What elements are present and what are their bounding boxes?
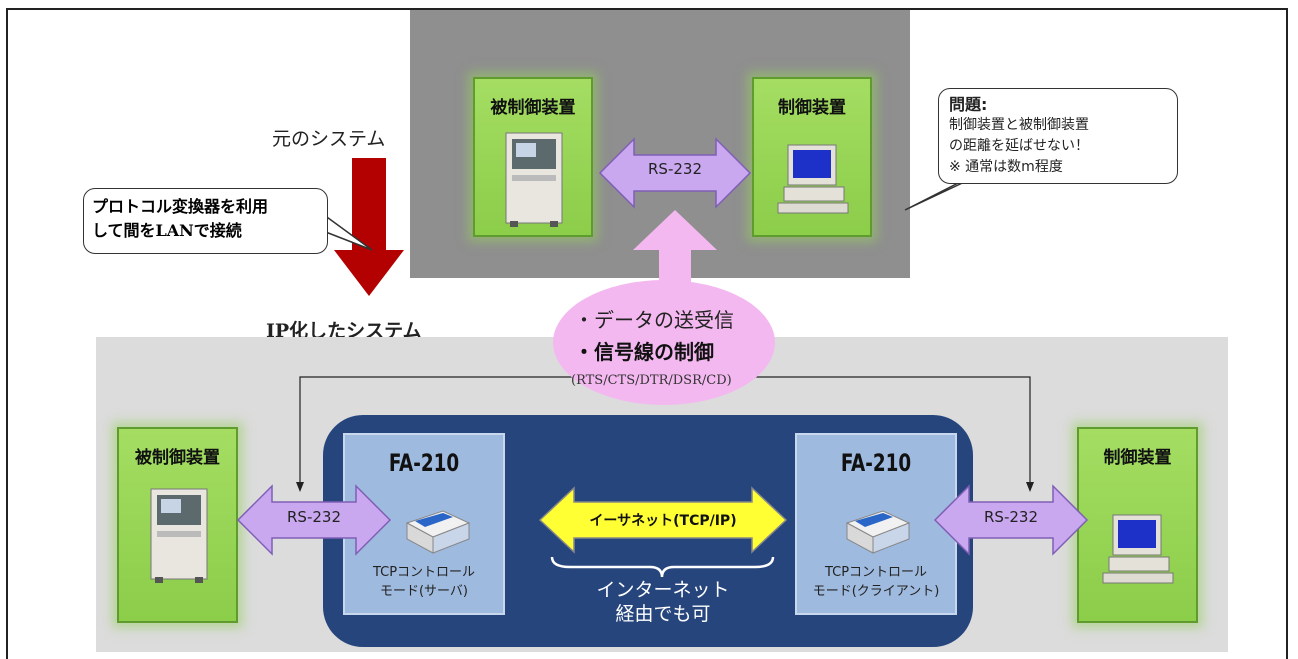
- internet-note: インターネット 経由でも可: [560, 578, 766, 626]
- problem-line: の距離を延ばせない！: [949, 138, 1089, 154]
- top-controlled-device-title: 被制御装置: [490, 98, 576, 118]
- top-controlled-device-box: 被制御装置: [473, 77, 593, 237]
- computer-icon: [1102, 514, 1174, 584]
- bubble-line-signal: ・信号線の制御: [574, 340, 714, 364]
- server-mode-line: モード(サーバ): [379, 584, 468, 599]
- fa210-client-box: FA-210 TCPコントロール モード(クライアント): [795, 433, 957, 615]
- ethernet-arrow: [538, 486, 788, 554]
- bottom-controller-title: 制御装置: [1103, 448, 1172, 468]
- problem-callout: 問題: 制御装置と被制御装置 の距離を延ばせない！ ※ 通常は数m程度: [938, 88, 1178, 184]
- top-controller-title: 制御装置: [778, 98, 846, 118]
- top-rs232-label: RS-232: [648, 160, 702, 178]
- converter-device-icon: [845, 510, 911, 554]
- computer-icon: [777, 144, 849, 214]
- original-system-label: 元のシステム: [272, 128, 386, 150]
- problem-line: ※ 通常は数m程度: [949, 159, 1063, 175]
- problem-title: 問題:: [949, 95, 988, 114]
- client-mode-line: モード(クライアント): [812, 584, 940, 599]
- fa210-client-model: FA-210: [840, 449, 912, 477]
- bottom-controller-box: 制御装置: [1077, 427, 1198, 623]
- bubble-line-pins: (RTS/CTS/DTR/DSR/CD): [571, 373, 732, 388]
- right-rs232-label: RS-232: [984, 508, 1038, 526]
- internet-note-line: インターネット: [596, 579, 730, 601]
- brace-icon: [550, 556, 775, 578]
- top-rs232-arrow: [598, 137, 752, 209]
- right-rs232-arrow: [933, 484, 1089, 556]
- conversion-callout: プロトコル変換器を利用 して間をLANで接続: [83, 188, 328, 254]
- left-rs232-label: RS-232: [287, 508, 341, 526]
- machine-icon: [150, 488, 208, 583]
- fa210-server-model: FA-210: [388, 449, 460, 477]
- client-mode-line: TCPコントロール: [824, 565, 928, 580]
- bubble-line-data: ・データの送受信: [574, 308, 734, 332]
- problem-line: 制御装置と被制御装置: [949, 117, 1089, 133]
- bottom-controlled-device-box: 被制御装置: [117, 427, 238, 623]
- outer-frame: [6, 8, 1288, 659]
- internet-note-line: 経由でも可: [615, 603, 711, 625]
- converter-device-icon: [405, 510, 471, 554]
- ip-system-label: IP化したシステム: [266, 320, 422, 342]
- bottom-controlled-device-title: 被制御装置: [135, 448, 220, 468]
- conversion-callout-line: して間をLANで接続: [92, 221, 242, 240]
- down-arrow-icon: [334, 158, 404, 296]
- ethernet-label: イーサネット(TCP/IP): [589, 513, 737, 529]
- signal-bubble: [553, 280, 775, 405]
- machine-icon: [505, 132, 563, 227]
- server-mode-line: TCPコントロール: [372, 565, 476, 580]
- conversion-callout-line: プロトコル変換器を利用: [92, 197, 269, 216]
- left-rs232-arrow: [236, 484, 392, 556]
- top-controller-box: 制御装置: [752, 77, 872, 237]
